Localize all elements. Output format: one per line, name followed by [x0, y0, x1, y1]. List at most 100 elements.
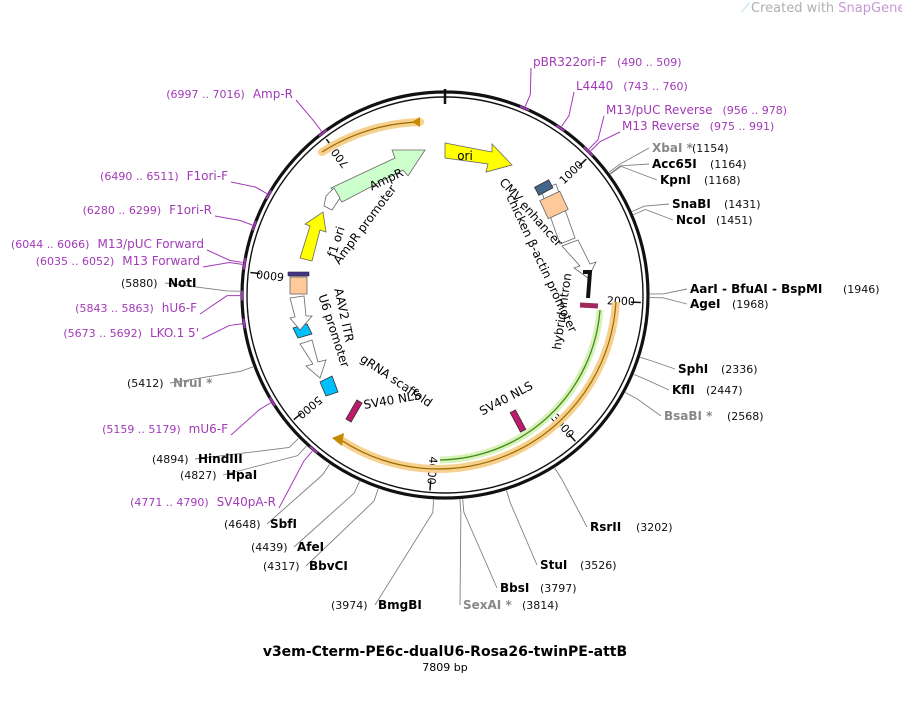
enzyme-position: (2336) — [721, 363, 758, 376]
primer-leader-line — [525, 68, 531, 106]
primer-name: F1ori-F — [187, 169, 228, 183]
sv40-nls-box-2 — [346, 400, 362, 422]
enzyme-label: HindIII — [198, 452, 243, 466]
primer-leader-line — [591, 132, 620, 151]
enzyme-leader-line — [460, 499, 461, 605]
primer-range: (5673 .. 5692) — [63, 327, 142, 340]
svg-text:⟋: ⟋ — [741, 1, 751, 16]
enzyme-label: NotI — [168, 276, 197, 290]
enzyme-label: KflI — [672, 383, 695, 397]
enzyme-position: (1168) — [704, 174, 741, 187]
enzyme-leader-line — [611, 166, 657, 180]
watermark-brand: SnapGene — [838, 1, 902, 16]
plasmid-length: 7809 bp — [422, 661, 467, 674]
enzyme-position: (1154) — [692, 142, 729, 155]
primer-name: M13 Reverse — [622, 119, 700, 133]
enzyme-label: HpaI — [226, 468, 257, 482]
sv40-nls-label-2: SV40 NLS — [362, 388, 422, 412]
primer-name: Amp-R — [253, 87, 293, 101]
u6-promoter-arrow — [300, 340, 326, 378]
hybrid-intron-small — [580, 305, 598, 306]
enzyme-label: NcoI — [676, 213, 706, 227]
enzyme-label: StuI — [540, 558, 567, 572]
primer-range: (6044 .. 6066) — [11, 238, 90, 251]
plasmid-title: v3em-Cterm-PE6c-dualU6-Rosa26-twinPE-att… — [263, 644, 627, 660]
primer-leader-line — [202, 324, 242, 339]
tick-label: 6000 — [255, 267, 284, 283]
primer-name: mU6-F — [189, 422, 228, 436]
primer-label: pBR322ori-F (490 .. 509) — [533, 55, 682, 69]
primer-range: (5843 .. 5863) — [75, 302, 154, 315]
ori-arrow — [445, 143, 512, 172]
primer-leader-line — [207, 250, 243, 262]
enzyme-leader-line — [375, 500, 434, 605]
enzyme-label: BsaBI * — [664, 409, 713, 423]
enzyme-position: (2568) — [727, 410, 764, 423]
enzyme-leader-line — [625, 392, 661, 416]
editor-highlight-arrowhead — [332, 433, 344, 446]
enzyme-label: BbsI — [500, 581, 529, 595]
f1ori-arrow — [300, 212, 326, 261]
enzyme-leader-line — [650, 298, 687, 304]
primer-name: pBR322ori-F — [533, 55, 607, 69]
primer-range: (743 .. 760) — [623, 80, 688, 93]
enzyme-label: XbaI * — [652, 141, 694, 155]
primer-range: (6035 .. 6052) — [36, 255, 115, 268]
svg-text:Created with SnapGene®: Created with SnapGene® — [751, 0, 902, 16]
primer-leader-line — [589, 116, 604, 149]
primer-range: (5159 .. 5179) — [102, 423, 181, 436]
enzyme-position: (1451) — [716, 214, 753, 227]
primer-name: LKO.1 5' — [150, 326, 199, 340]
enzyme-label: BmgBI — [378, 598, 422, 612]
enzyme-leader-line — [610, 164, 649, 174]
enzyme-position: (3202) — [636, 521, 673, 534]
enzyme-label: AarI - BfuAI - BspMI — [690, 282, 822, 296]
primer-label: (6044 .. 6066)M13/pUC Forward — [11, 237, 204, 251]
primer-label: (5673 .. 5692) LKO.1 5' — [63, 326, 199, 340]
primer-site-mark — [243, 319, 244, 329]
enzyme-leader-line — [555, 468, 587, 527]
enzyme-position: (4648) — [224, 518, 261, 531]
enzyme-leader-line — [267, 464, 330, 524]
primer-leader-line — [231, 182, 267, 194]
enzyme-label: AgeI — [690, 297, 720, 311]
ori-label: ori — [457, 149, 473, 163]
enzyme-position: (3526) — [580, 559, 617, 572]
enzyme-position: (1968) — [732, 298, 769, 311]
primer-range: (490 .. 509) — [617, 56, 682, 69]
enzyme-label: AfeI — [297, 540, 324, 554]
enzyme-label: SnaBI — [672, 197, 711, 211]
primer-name: F1ori-R — [169, 203, 212, 217]
primer-name: L4440 — [576, 79, 613, 93]
primer-site-mark — [310, 446, 317, 452]
snapgene-watermark: ⟋ Created with SnapGene® — [741, 0, 902, 16]
primer-name: M13 Forward — [122, 254, 200, 268]
enzyme-position: (4894) — [152, 453, 189, 466]
enzyme-position: (3814) — [522, 599, 559, 612]
primer-range: (6490 .. 6511) — [100, 170, 179, 183]
enzyme-leader-line — [650, 289, 687, 294]
enzyme-position: (1431) — [724, 198, 761, 211]
primer-name: SV40pA-R — [217, 495, 276, 509]
enzyme-leader-line — [634, 209, 673, 220]
primer-label: (5159 .. 5179) mU6-F — [102, 422, 228, 436]
enzyme-position: (4317) — [263, 560, 300, 573]
primer-leader-line — [279, 451, 312, 508]
primer-range: (956 .. 978) — [723, 104, 788, 117]
enzyme-position: (4439) — [251, 541, 288, 554]
primer-label: (6035 .. 6052) M13 Forward — [36, 254, 200, 268]
amp-highlight-arc — [322, 122, 420, 152]
primer-leader-line — [562, 92, 574, 126]
enzyme-label: SbfI — [270, 517, 297, 531]
aav2-itr-cap — [288, 272, 309, 276]
primer-name: M13/pUC Reverse — [606, 103, 713, 117]
enzyme-leader-line — [506, 491, 537, 565]
primer-label: (6997 .. 7016)Amp-R — [166, 87, 293, 101]
enzyme-label: RsrII — [590, 520, 621, 534]
primer-label: (5843 .. 5863)hU6-F — [75, 301, 197, 315]
enzyme-position: (1946) — [843, 283, 880, 296]
enzyme-label: KpnI — [660, 173, 691, 187]
enzyme-leader-line — [463, 499, 497, 588]
enzyme-label: SexAI * — [463, 598, 512, 612]
